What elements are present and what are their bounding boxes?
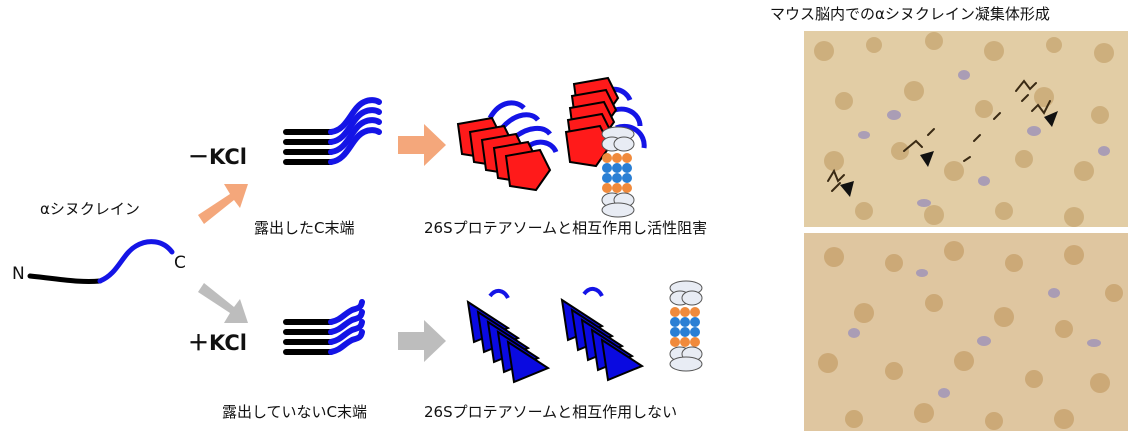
proteasome-inhibition-label: 26Sプロテアソームと相互作用し活性阻害	[424, 219, 708, 237]
hidden-c-terminal-label: 露出していないC末端	[222, 403, 368, 421]
minus-process-arrow	[398, 124, 446, 166]
blue-aggregate-1	[467, 289, 549, 383]
exposed-c-terminal-label: 露出したC末端	[254, 219, 355, 237]
micrograph-bottom	[804, 233, 1128, 431]
n-terminal-label: N	[12, 264, 25, 284]
plus-kcl-arrow	[198, 283, 248, 323]
exposed-c-terminal-oligomer	[286, 100, 379, 162]
c-terminal-label: C	[174, 253, 186, 273]
protein-name: αシヌクレイン	[40, 200, 140, 218]
micrograph-top	[804, 31, 1128, 227]
free-proteasome	[669, 280, 703, 372]
minus-kcl-label: －KCl	[188, 145, 247, 169]
mechanism-diagram	[27, 77, 703, 383]
plus-kcl-label: ＋KCl	[188, 331, 247, 355]
arrowhead-markers	[840, 111, 1058, 197]
hidden-c-terminal-oligomer	[286, 302, 362, 352]
minus-kcl-arrow	[198, 184, 248, 224]
red-aggregate-1	[457, 100, 559, 191]
alpha-synuclein-monomer	[27, 239, 175, 285]
micrograph-title: マウス脳内でのαシヌクレイン凝集体形成	[770, 5, 1050, 23]
blue-aggregate-2	[561, 287, 643, 381]
no-proteasome-interaction-label: 26Sプロテアソームと相互作用しない	[424, 403, 678, 421]
red-aggregate-2	[565, 77, 647, 218]
plus-process-arrow	[398, 320, 446, 362]
